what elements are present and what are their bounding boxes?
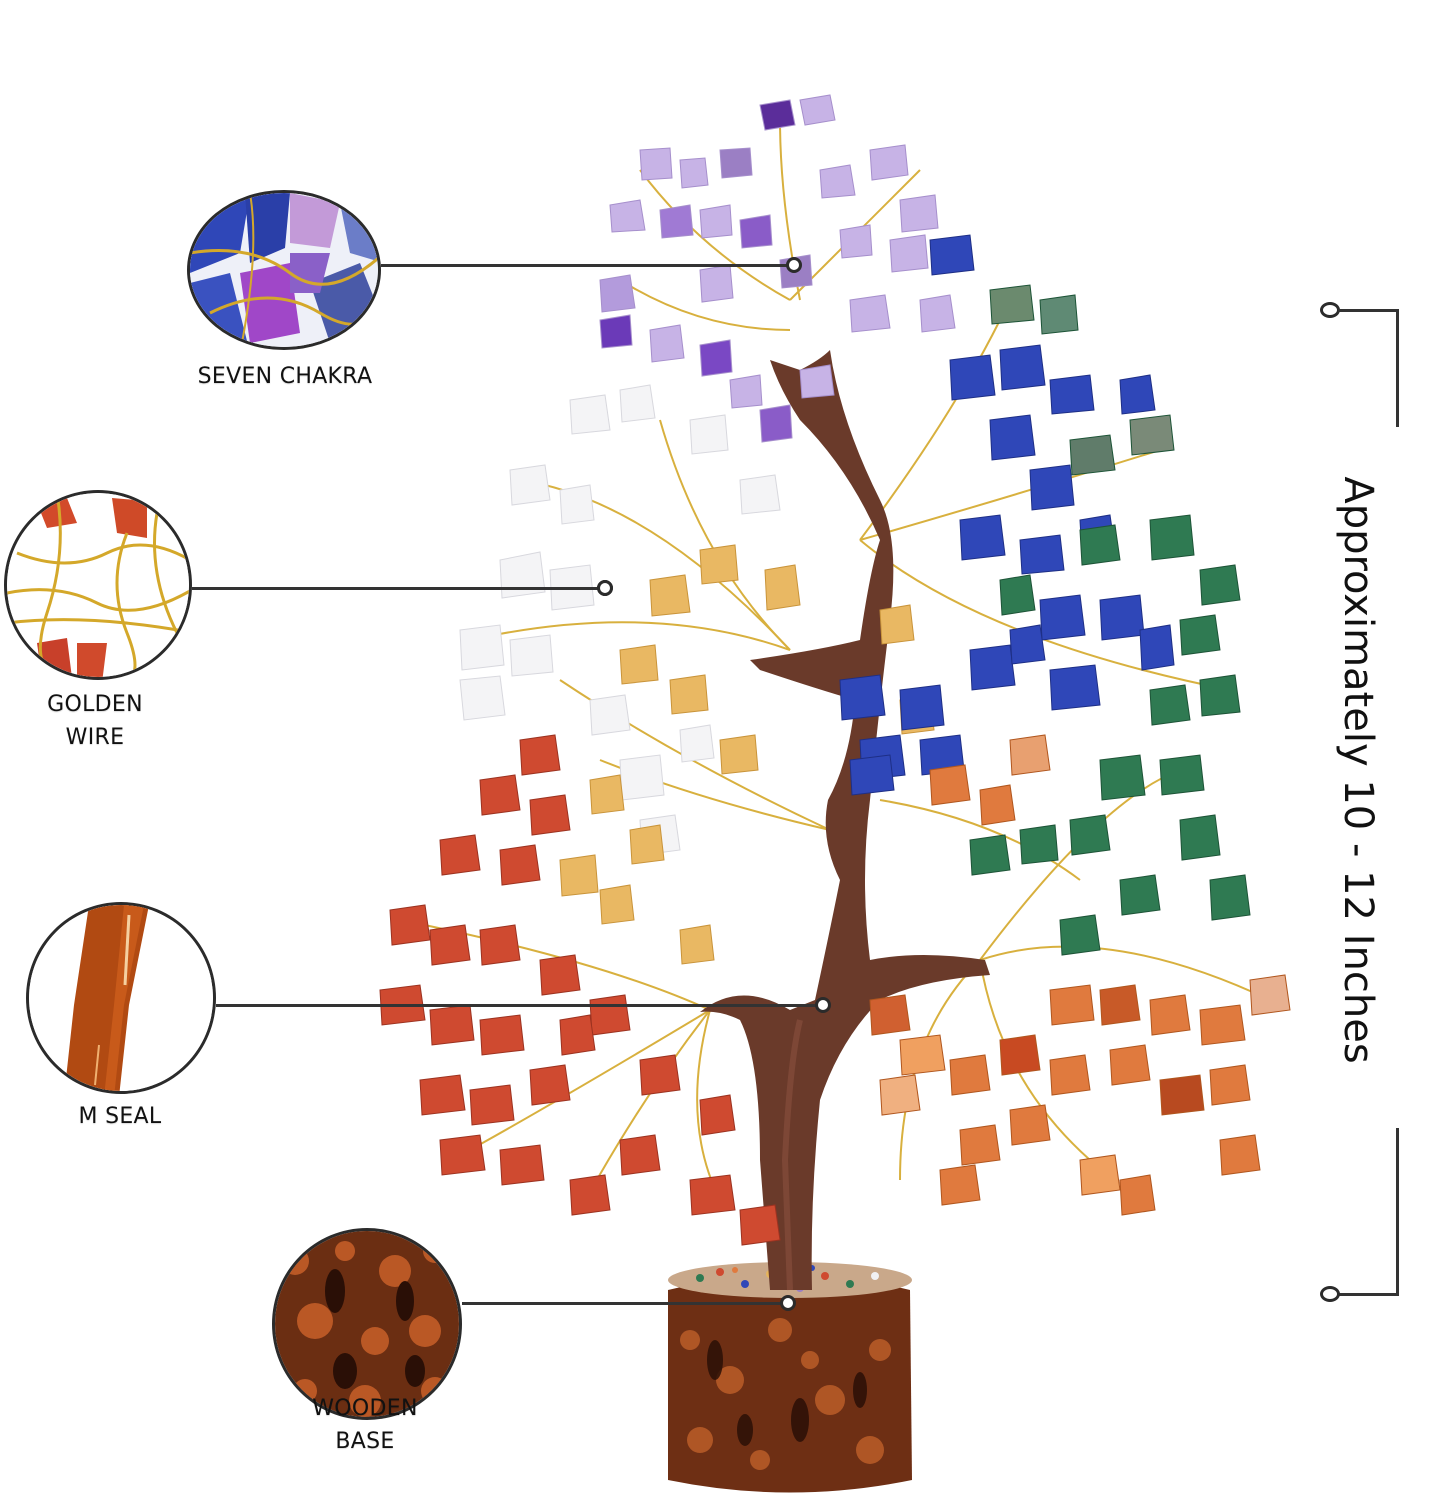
dimension-bottom-tick (1338, 1293, 1398, 1296)
seven-chakra-detail-image (187, 190, 381, 350)
dimension-top-endpoint-dot (1320, 302, 1340, 318)
amethyst-gems (599, 94, 956, 443)
yellow-aventurine-gems (559, 544, 935, 965)
golden-wire-leader-line (192, 587, 599, 590)
dimension-bottom-endpoint-dot (1320, 1286, 1340, 1302)
dimension-bottom-line (1396, 1128, 1399, 1296)
golden-wire-label-line2: WIRE (65, 725, 125, 750)
dimension-top-line (1396, 309, 1399, 427)
wooden-base-label-line1: WOODEN (312, 1396, 418, 1421)
m-seal-dot-overlay (815, 997, 831, 1013)
wooden-base-detail-image (272, 1228, 462, 1420)
dimension-label: Approximately 10 - 12 Inches (1335, 476, 1381, 1064)
gem-tree-product-image (370, 90, 1300, 1500)
seven-chakra-leader-overlay (600, 264, 788, 267)
m-seal-leader-overlay (380, 1004, 816, 1007)
wooden-base-dot-overlay (780, 1295, 796, 1311)
m-seal-detail-image (26, 902, 216, 1094)
golden-wire-label-line1: GOLDEN (47, 692, 143, 717)
carnelian-gems (869, 734, 1291, 1216)
wooden-base-label-line2: BASE (335, 1429, 395, 1454)
seven-chakra-dot-overlay (786, 257, 802, 273)
lapis-gems (839, 234, 1175, 796)
red-jasper-gems (379, 734, 781, 1246)
seven-chakra-label: SEVEN CHAKRA (197, 364, 373, 389)
trunk-icon (700, 350, 990, 1291)
seven-chakra-leader-line (381, 264, 788, 267)
dimension-top-tick (1338, 309, 1398, 312)
green-aventurine-gems (969, 284, 1251, 956)
wooden-base-leader-overlay (660, 1302, 782, 1305)
golden-wire-detail-image (4, 490, 192, 680)
clear-quartz-gems (459, 384, 781, 856)
golden-wire-leader-overlay (440, 587, 599, 590)
golden-wire-dot-overlay (597, 580, 613, 596)
m-seal-label: M SEAL (78, 1104, 162, 1129)
wooden-base-leader-line (462, 1302, 782, 1305)
